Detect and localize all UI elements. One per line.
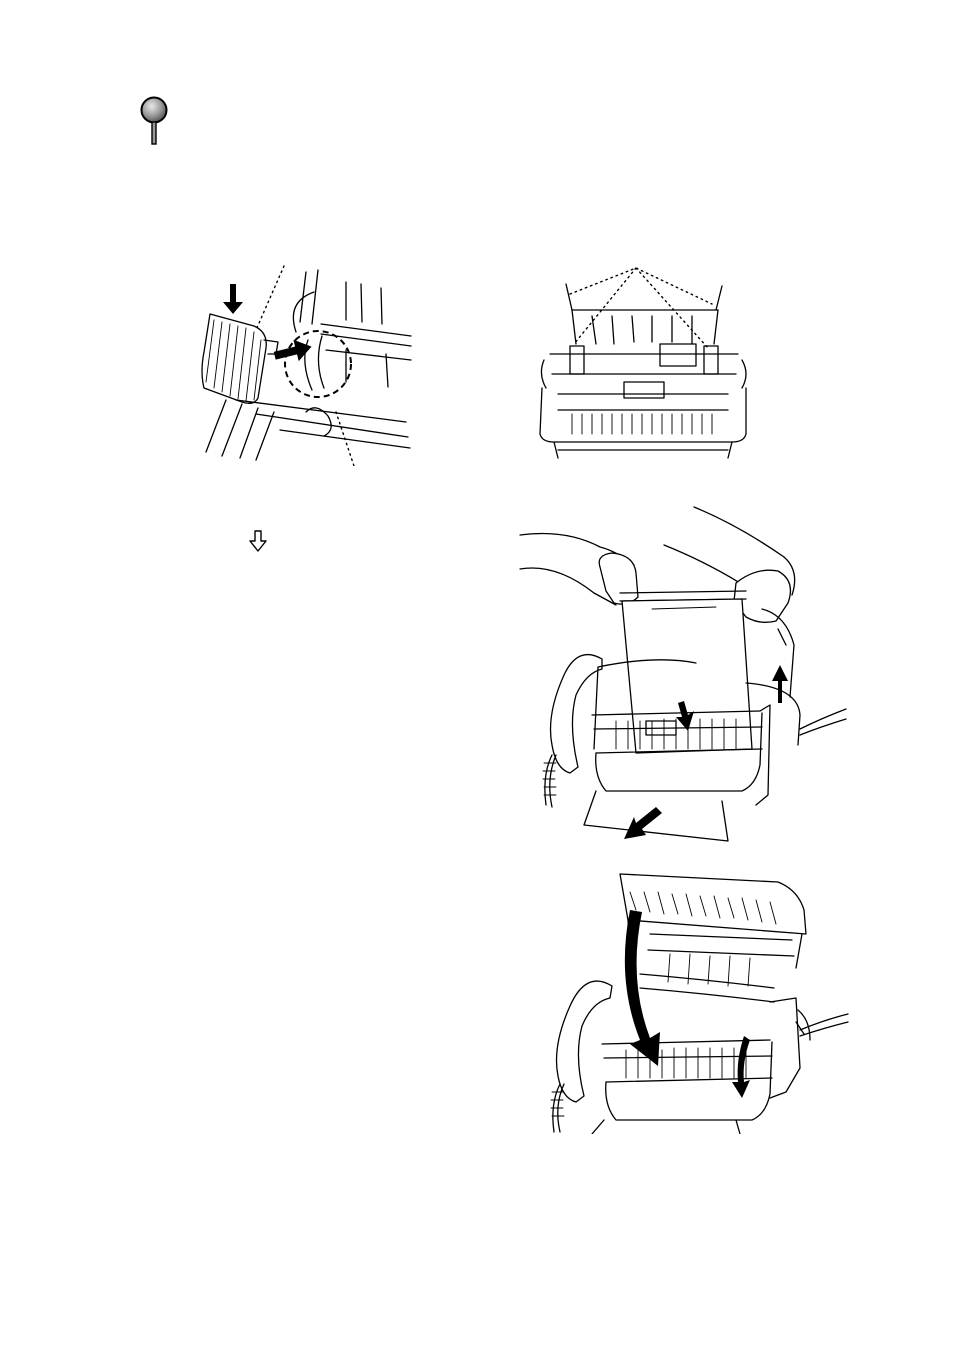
figure-closing-top-cover — [530, 870, 850, 1134]
figure-insert-spool-holder — [196, 262, 412, 466]
down-arrow-icon — [249, 530, 267, 552]
figure-hands-pulling-ribbon — [516, 505, 850, 847]
figure-ribbon-front-view — [532, 264, 754, 460]
magnifier-icon — [136, 95, 172, 149]
